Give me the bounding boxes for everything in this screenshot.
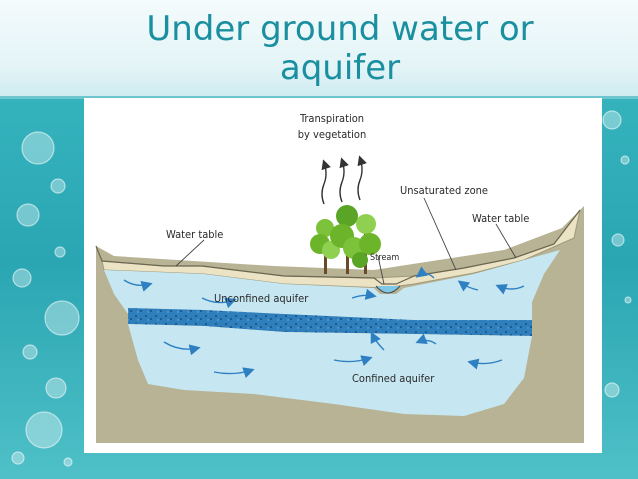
leader-lines bbox=[175, 197, 517, 285]
slide-title-line-1: Under ground water or bbox=[146, 9, 534, 49]
label-unconfined-aquifer: Unconfined aquifer bbox=[214, 292, 309, 305]
label-water-table-left: Water table bbox=[166, 228, 223, 241]
slide-title-line-2: aquifer bbox=[279, 48, 401, 88]
flow-arrows bbox=[123, 266, 525, 378]
label-transpiration-line-2: by vegetation bbox=[298, 128, 367, 141]
label-water-table-right: Water table bbox=[472, 212, 529, 225]
confined-aquifer-water bbox=[128, 324, 532, 416]
label-stream: Stream bbox=[370, 253, 399, 263]
transpiration-arrows bbox=[321, 155, 367, 205]
vegetation bbox=[310, 205, 381, 274]
slide-title: Under ground water or aquifer bbox=[130, 10, 550, 88]
unconfined-aquifer-water bbox=[104, 250, 560, 328]
label-confined-aquifer: Confined aquifer bbox=[352, 372, 435, 385]
label-transpiration-line-1: Transpiration bbox=[299, 112, 364, 125]
stream-channel bbox=[375, 285, 401, 294]
aquifer-diagram-canvas: Transpiration by vegetation Unsaturated … bbox=[95, 112, 584, 443]
aquifer-diagram: Transpiration by vegetation Unsaturated … bbox=[84, 98, 602, 453]
title-band: Under ground water or aquifer bbox=[0, 0, 638, 99]
ground-surface bbox=[95, 209, 581, 285]
confining-layer bbox=[128, 308, 532, 336]
label-unsaturated-zone: Unsaturated zone bbox=[400, 184, 488, 197]
